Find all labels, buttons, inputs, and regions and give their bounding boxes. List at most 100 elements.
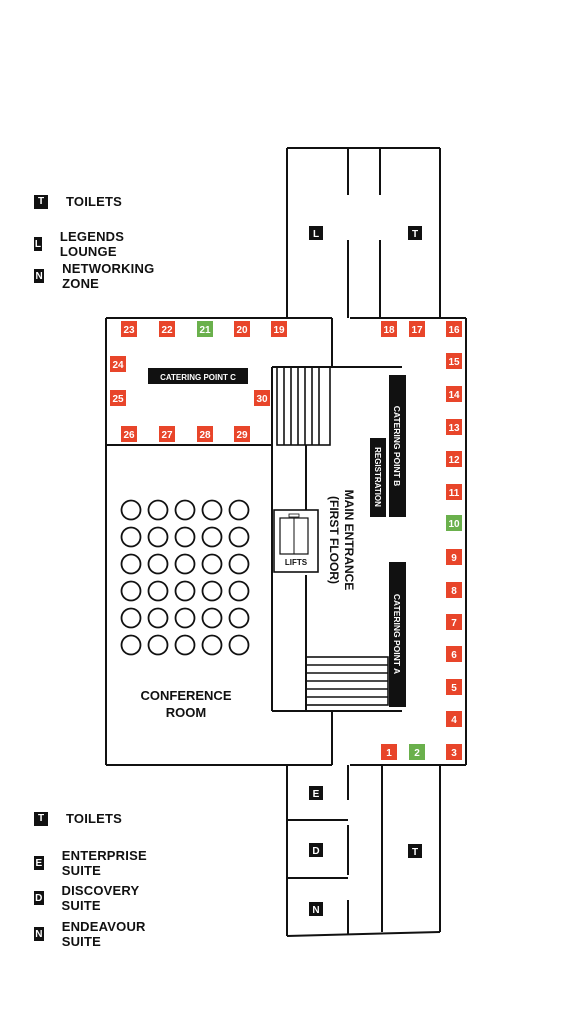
seat — [228, 553, 250, 575]
booth-number: 19 — [273, 325, 285, 336]
booth-14[interactable]: 14 — [446, 386, 462, 402]
seat — [174, 499, 196, 521]
booth-22[interactable]: 22 — [159, 321, 175, 337]
seat — [201, 580, 223, 602]
seat — [174, 580, 196, 602]
booth-number: 16 — [448, 325, 460, 336]
booth-6[interactable]: 6 — [446, 646, 462, 662]
booth-number: 5 — [451, 683, 457, 694]
marker-discovery: D — [309, 843, 323, 857]
legend-item-discovery-suite: D DISCOVERY SUITE — [34, 883, 144, 913]
booth-28[interactable]: 28 — [197, 426, 213, 442]
booth-5[interactable]: 5 — [446, 679, 462, 695]
legend-key: E — [34, 856, 44, 870]
booth-number: 6 — [451, 650, 457, 661]
legend-label: TOILETS — [66, 194, 123, 209]
booth-number: 11 — [449, 488, 460, 499]
seat — [147, 607, 169, 629]
booth-1[interactable]: 1 — [381, 744, 397, 760]
marker-letter: E — [313, 789, 320, 800]
booth-3[interactable]: 3 — [446, 744, 462, 760]
legend-item-endeavour-suite: N ENDEAVOUR SUITE — [34, 919, 150, 949]
booth-9[interactable]: 9 — [446, 549, 462, 565]
legend-item-toilets: T TOILETS — [34, 811, 122, 826]
booth-number: 15 — [448, 357, 460, 368]
booth-15[interactable]: 15 — [446, 353, 462, 369]
seat — [201, 499, 223, 521]
seat — [120, 634, 142, 656]
seat — [174, 634, 196, 656]
booth-10[interactable]: 10 — [446, 515, 462, 531]
booth-number: 27 — [161, 430, 173, 441]
booth-27[interactable]: 27 — [159, 426, 175, 442]
booth-number: 14 — [448, 390, 460, 401]
booth-number: 4 — [451, 715, 457, 726]
booth-24[interactable]: 24 — [110, 356, 126, 372]
booth-number: 9 — [451, 553, 457, 564]
seat — [174, 607, 196, 629]
seat — [201, 607, 223, 629]
seat — [120, 499, 142, 521]
booth-19[interactable]: 19 — [271, 321, 287, 337]
marker-letter: T — [412, 229, 418, 240]
booth-number: 1 — [386, 748, 392, 759]
seat — [120, 607, 142, 629]
seating — [120, 499, 250, 656]
legend-label: ENDEAVOUR SUITE — [61, 919, 146, 949]
seat — [228, 607, 250, 629]
seat — [228, 580, 250, 602]
seat — [147, 634, 169, 656]
marker-letter: N — [312, 905, 319, 916]
legend-key: D — [34, 891, 44, 905]
seat — [201, 634, 223, 656]
booth-20[interactable]: 20 — [234, 321, 250, 337]
booth-number: 10 — [448, 519, 460, 530]
booth-13[interactable]: 13 — [446, 419, 462, 435]
conference-room: CONFERENCE ROOM — [120, 499, 250, 720]
seat — [228, 526, 250, 548]
booth-18[interactable]: 18 — [381, 321, 397, 337]
seat — [147, 553, 169, 575]
booth-number: 8 — [451, 586, 457, 597]
legend-label: ENTERPRISE SUITE — [61, 848, 147, 878]
booth-number: 7 — [451, 618, 457, 629]
legend-label: LEGENDS LOUNGE — [59, 229, 125, 259]
booth-29[interactable]: 29 — [234, 426, 250, 442]
lifts-label: LIFTS — [285, 558, 308, 567]
booth-4[interactable]: 4 — [446, 711, 462, 727]
catering-point-b: CATERING POINT B — [389, 375, 406, 517]
booth-12[interactable]: 12 — [446, 451, 462, 467]
booth-number: 23 — [123, 325, 135, 336]
booth-30[interactable]: 30 — [254, 390, 270, 406]
legend-key: L — [34, 237, 42, 251]
booth-11[interactable]: 11 — [446, 484, 462, 500]
booth-number: 29 — [236, 430, 248, 441]
registration: REGISTRATION — [370, 438, 386, 517]
marker-lounge: L — [309, 226, 323, 240]
booth-17[interactable]: 17 — [409, 321, 425, 337]
main-entrance-label: MAIN ENTRANCE — [342, 490, 356, 591]
booth-8[interactable]: 8 — [446, 582, 462, 598]
booth-23[interactable]: 23 — [121, 321, 137, 337]
seat — [147, 499, 169, 521]
marker-enterprise: E — [309, 786, 323, 800]
legend-label: NETWORKING ZONE — [62, 261, 155, 291]
seat — [228, 634, 250, 656]
booth-26[interactable]: 26 — [121, 426, 137, 442]
legend-key: N — [34, 269, 45, 283]
booth-21[interactable]: 21 — [197, 321, 213, 337]
booth-7[interactable]: 7 — [446, 614, 462, 630]
seat — [120, 526, 142, 548]
seat — [120, 553, 142, 575]
catering-point-c-label: CATERING POINT C — [160, 373, 236, 382]
booth-25[interactable]: 25 — [110, 390, 126, 406]
legend-key: N — [34, 927, 44, 941]
booth-16[interactable]: 16 — [446, 321, 462, 337]
catering-point-a: CATERING POINT A — [389, 562, 406, 707]
marker-toilets-bottom: T — [408, 844, 422, 858]
booth-2[interactable]: 2 — [409, 744, 425, 760]
legend-item-toilets: T TOILETS — [34, 194, 122, 209]
legend-key: T — [34, 811, 48, 826]
